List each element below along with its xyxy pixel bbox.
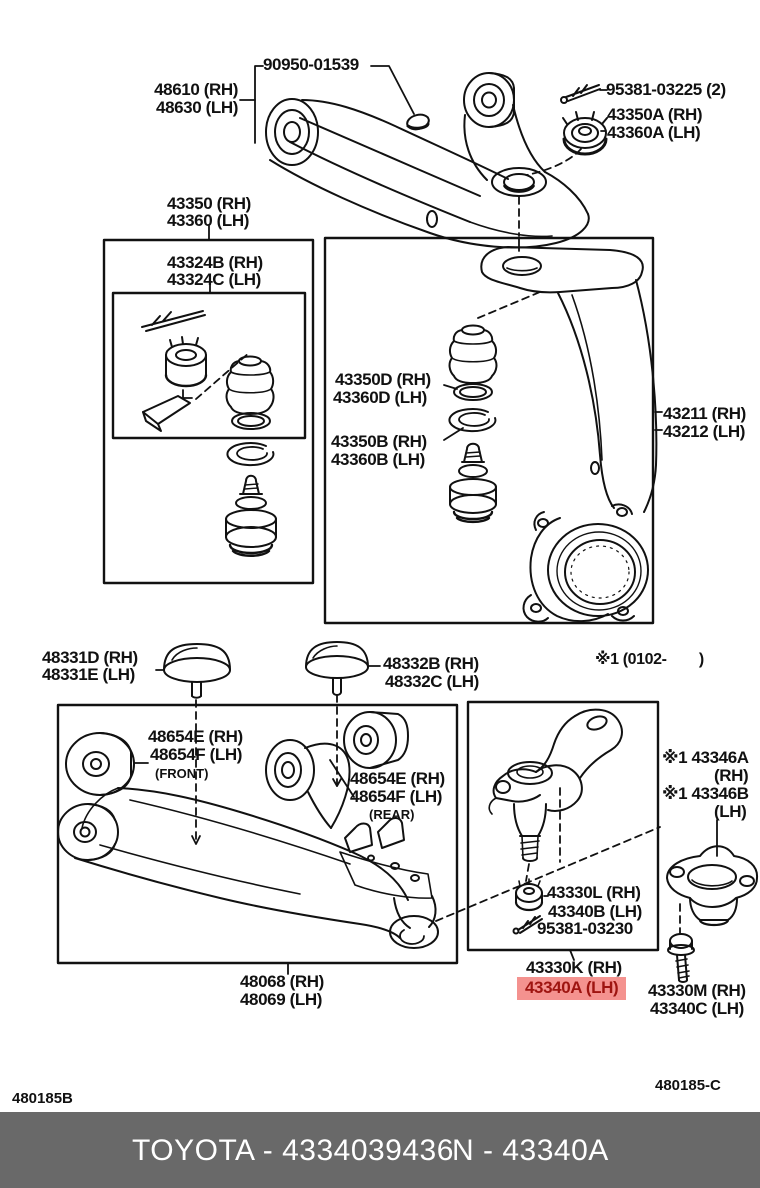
part-label-43350a-rh: 43350A (RH) [607, 105, 703, 124]
part-label-95381-03225: 95381-03225 (2) [606, 80, 726, 99]
figure-code-right: 480185-C [655, 1077, 721, 1094]
footer-brand-part-number: TOYOTA - 4334039436 [132, 1134, 454, 1167]
part-label-43350d-rh: 43350D (RH) [335, 370, 431, 389]
part-label-43324c-lh: 43324C (LH) [167, 270, 261, 289]
lower-control-arm-drawing [57, 711, 439, 949]
part-label-43330k-rh: 43330K (RH) [526, 958, 622, 977]
part-label-48610-rh: 48610 (RH) [154, 80, 238, 99]
part-label-48331d-rh: 48331D (RH) [42, 648, 138, 667]
leader-lines [133, 65, 718, 975]
part-label-48654f-front-lh: 48654F (LH) [150, 745, 242, 764]
part-label-43346a-side: (RH) [714, 766, 749, 785]
part-label-95381-03230: 95381-03230 [537, 919, 633, 938]
part-label-48630-lh: 48630 (LH) [156, 98, 238, 117]
part-label-43211-rh: 43211 (RH) [663, 404, 746, 423]
part-label-48331e-lh: 48331E (LH) [42, 665, 135, 684]
part-label-43360a-lh: 43360A (LH) [607, 123, 701, 142]
part-label-43360b-lh: 43360B (LH) [331, 450, 425, 469]
part-label-43340a-lh-highlighted: 43340A (LH) [517, 977, 627, 1000]
part-label-43346b: ※1 43346B [662, 784, 749, 803]
front-tag: (FRONT) [155, 766, 209, 781]
part-label-48332c-lh: 48332C (LH) [385, 672, 479, 691]
figure-code-left: 480185B [12, 1090, 73, 1107]
dust-cap-drawings [163, 641, 369, 699]
part-label-43350b-rh: 43350B (RH) [331, 432, 427, 451]
part-label-43324b-rh: 43324B (RH) [167, 253, 263, 272]
part-label-48654f-rear-lh: 48654F (LH) [350, 787, 442, 806]
part-label-43212-lh: 43212 (LH) [663, 422, 745, 441]
part-label-43346a: ※1 43346A [662, 748, 749, 767]
applicability-note: ※1 (0102- ) [595, 651, 704, 668]
part-label-90950-01539: 90950-01539 [263, 55, 359, 74]
part-label-48332b-rh: 48332B (RH) [383, 654, 479, 673]
rear-tag: (REAR) [369, 807, 415, 822]
part-label-48654e-rear-rh: 48654E (RH) [350, 769, 445, 788]
part-label-43360d-lh: 43360D (LH) [333, 388, 427, 407]
steering-knuckle-drawing [448, 246, 658, 623]
footer-part-code: N - 43340A [452, 1134, 609, 1167]
dashed-line-arrowheads [191, 778, 342, 845]
part-label-43340b-lh: 43340B (LH) [548, 902, 642, 921]
bolt-drawing [667, 933, 695, 983]
part-label-43346b-side: (LH) [714, 802, 747, 821]
dust-cover-drawing [666, 845, 759, 927]
part-label-43330l-rh: 43330L (RH) [547, 883, 641, 902]
part-label-43350-rh: 43350 (RH) [167, 194, 251, 213]
upper-control-arm-drawing [265, 72, 608, 249]
part-label-43340c-lh: 43340C (LH) [650, 999, 744, 1018]
part-label-48068-rh: 48068 (RH) [240, 972, 324, 991]
part-label-48069-lh: 48069 (LH) [240, 990, 322, 1009]
ball-joint-kit-drawing [141, 310, 277, 557]
part-label-43360-lh: 43360 (LH) [167, 211, 249, 230]
knuckle-arm-drawing [488, 708, 623, 935]
footer-bar: TOYOTA - 4334039436 N - 43340A [0, 1112, 760, 1188]
part-label-48654e-front-rh: 48654E (RH) [148, 727, 243, 746]
part-label-43330m-rh: 43330M (RH) [648, 981, 746, 1000]
